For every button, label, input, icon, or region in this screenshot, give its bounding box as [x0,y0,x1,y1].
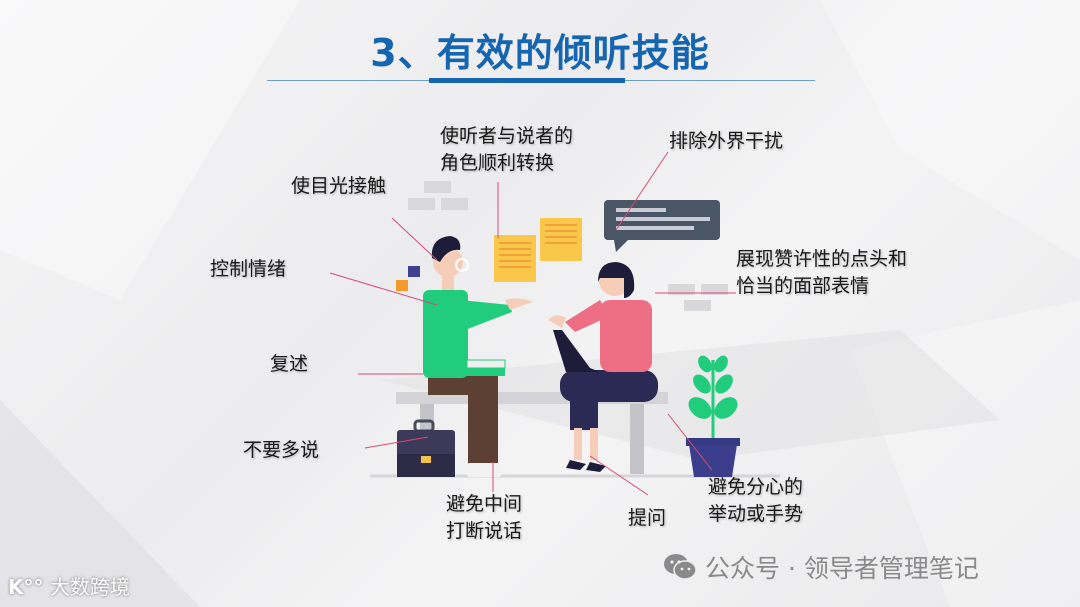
label-avoid-distracting: 避免分心的 举动或手势 [708,476,804,525]
label-dont-talk-much: 不要多说 [243,439,320,461]
speech-bubble-icon [604,200,720,252]
watermark-left: K°° 大数跨境 [8,575,130,599]
label-eliminate-distraction: 排除外界干扰 [669,130,784,152]
label-ask-questions: 提问 [628,507,667,529]
man-figure [423,236,533,477]
plant-icon [686,355,740,477]
label-paraphrase: 复述 [270,353,309,375]
title-accent-bar [429,78,625,83]
sticky-note-icon [494,218,582,282]
label-no-interrupt: 避免中间 打断说话 [446,493,523,542]
woman-figure [548,262,658,472]
slide-title: 3、有效的倾听技能 [370,31,710,75]
label-control-emotion: 控制情绪 [210,258,287,280]
label-eye-contact: 使目光接触 [291,175,387,197]
label-nodding: 展现赞许性的点头和 恰当的面部表情 [736,248,908,297]
watermark-right: 公众号 · 领导者管理笔记 [663,549,979,585]
briefcase-icon [397,419,455,477]
wechat-icon [664,554,697,580]
logo-icon: K°° [8,575,44,599]
label-role-switch: 使听者与说者的 角色顺利转换 [440,125,574,174]
